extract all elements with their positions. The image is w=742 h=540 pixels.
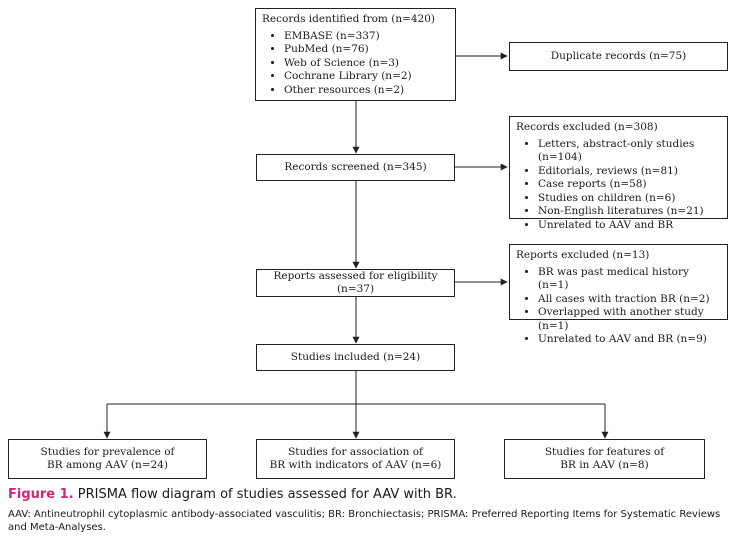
duplicate-records-label: Duplicate records (n=75) (550, 49, 687, 62)
source-item: Cochrane Library (n=2) (284, 70, 449, 84)
excluded-record-item: Non-English literatures (n=21) (538, 205, 721, 219)
excluded-record-item: Unrelated to AAV and BR (538, 219, 721, 233)
studies-included-box: Studies included (n=24) (256, 344, 455, 371)
excluded-report-item: BR was past medical history (n=1) (538, 266, 721, 293)
excluded-record-item: Studies on children (n=6) (538, 192, 721, 206)
records-excluded-box: Records excluded (n=308) Letters, abstra… (509, 116, 728, 231)
outcome-features-box: Studies for features of BR in AAV (n=8) (504, 439, 705, 479)
outcome-line: BR among AAV (n=24) (46, 459, 168, 471)
excluded-records-list: Letters, abstract-only studies (n=104) E… (516, 138, 721, 233)
source-item: EMBASE (n=337) (284, 30, 449, 44)
source-item: Other resources (n=2) (284, 84, 449, 98)
duplicate-records-box: Duplicate records (n=75) (509, 42, 728, 71)
reports-assessed-box: Reports assessed for eligibility (n=37) (256, 269, 455, 297)
caption-abbreviations: AAV: Antineutrophil cytoplasmic antibody… (8, 509, 721, 533)
source-list: EMBASE (n=337) PubMed (n=76) Web of Scie… (262, 30, 449, 98)
outcome-line: BR with indicators of AAV (n=6) (269, 459, 442, 471)
outcome-features-label: Studies for features of BR in AAV (n=8) (545, 446, 664, 473)
source-item: PubMed (n=76) (284, 43, 449, 57)
reports-assessed-label: Reports assessed for eligibility (n=37) (273, 269, 438, 296)
outcome-line: Studies for association of (288, 445, 423, 458)
studies-included-label: Studies included (n=24) (290, 350, 421, 363)
excluded-reports-list: BR was past medical history (n=1) All ca… (516, 266, 721, 347)
excluded-report-item: All cases with traction BR (n=2) (538, 293, 721, 307)
excluded-record-item: Letters, abstract-only studies (n=104) (538, 138, 721, 165)
caption-title: PRISMA flow diagram of studies assessed … (77, 487, 457, 502)
records-screened-box: Records screened (n=345) (256, 154, 455, 181)
records-screened-label: Records screened (n=345) (284, 160, 427, 173)
outcome-line: Studies for features of (544, 445, 665, 458)
excluded-record-item: Case reports (n=58) (538, 178, 721, 192)
caption-title-line: Figure 1. PRISMA flow diagram of studies… (8, 486, 734, 503)
records-identified-title: Records identified from (n=420) (262, 13, 436, 25)
outcome-line: Studies for prevalence of (40, 445, 175, 458)
outcome-association-label: Studies for association of BR with indic… (270, 446, 442, 473)
outcome-association-box: Studies for association of BR with indic… (256, 439, 455, 479)
source-item: Web of Science (n=3) (284, 57, 449, 71)
figure-caption: Figure 1. PRISMA flow diagram of studies… (8, 486, 734, 534)
outcome-prevalence-label: Studies for prevalence of BR among AAV (… (41, 446, 175, 473)
excluded-record-item: Editorials, reviews (n=81) (538, 165, 721, 179)
reports-excluded-title: Reports excluded (n=13) (516, 249, 650, 261)
excluded-report-item: Unrelated to AAV and BR (n=9) (538, 333, 721, 347)
reports-excluded-box: Reports excluded (n=13) BR was past medi… (509, 244, 728, 345)
excluded-report-item: Overlapped with another study (n=1) (538, 306, 721, 333)
records-identified-box: Records identified from (n=420) EMBASE (… (255, 8, 456, 101)
figure-label: Figure 1. (8, 487, 74, 502)
outcome-prevalence-box: Studies for prevalence of BR among AAV (… (8, 439, 207, 479)
records-excluded-title: Records excluded (n=308) (516, 121, 658, 133)
outcome-line: BR in AAV (n=8) (560, 459, 649, 471)
